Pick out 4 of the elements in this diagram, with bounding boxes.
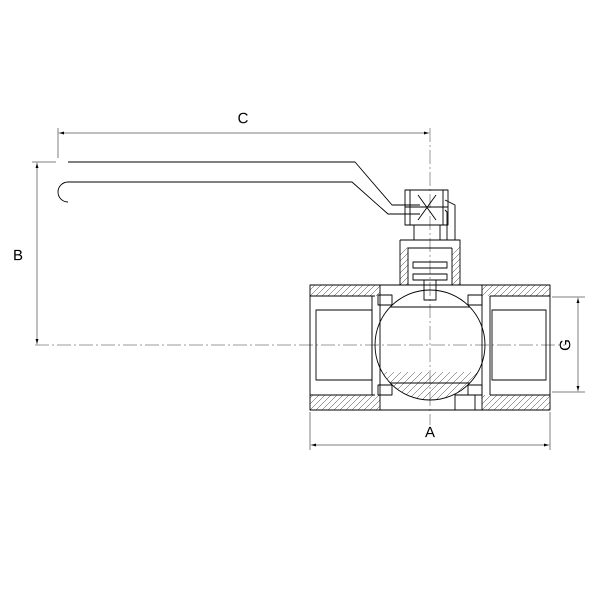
dimension-label: G bbox=[560, 340, 570, 350]
dimension-label: A bbox=[425, 426, 435, 438]
dimension-label: C bbox=[238, 112, 248, 124]
dimension-label: B bbox=[14, 250, 22, 260]
